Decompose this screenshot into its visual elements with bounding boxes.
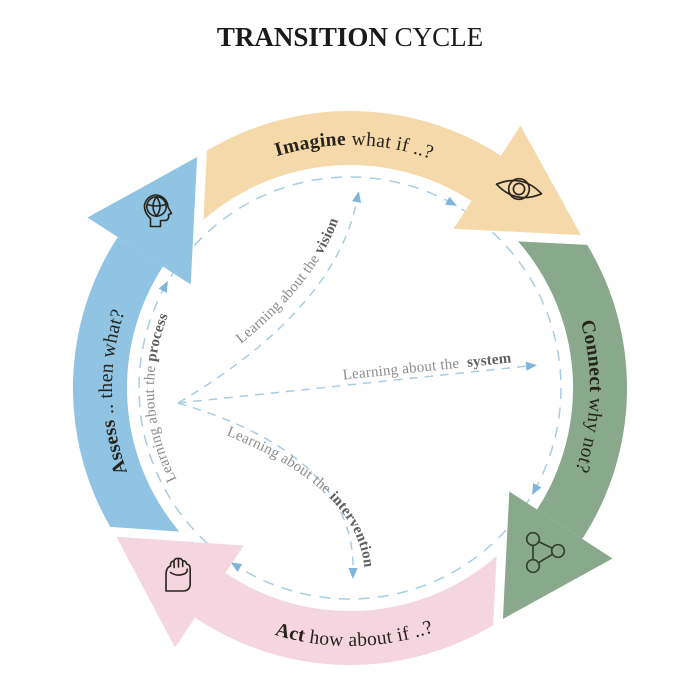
act-arrowhead: [116, 536, 244, 648]
ring-bands: [72, 110, 628, 665]
loop-arrowhead: [445, 196, 457, 206]
system-curve: [177, 365, 529, 404]
assess-arrowhead: [87, 157, 198, 285]
vision-arrowhead: [352, 191, 362, 203]
vision-label: Learning about the vision: [233, 215, 342, 347]
imagine-band: [203, 110, 501, 220]
intervention-label: Learning about the intervention: [225, 424, 377, 569]
eye-icon: [495, 177, 543, 201]
loop-arrowhead: [532, 483, 542, 495]
process-loop-dashed-circle: [138, 176, 562, 600]
network-nodes-icon: [525, 531, 566, 574]
assess-band: [72, 237, 180, 532]
intervention-curve: [177, 402, 354, 571]
system-arrowhead: [525, 361, 537, 371]
raised-fist-icon: [165, 557, 191, 592]
vision-curve: [177, 199, 358, 404]
loop-arrowhead: [158, 281, 168, 293]
diagram-title: TRANSITION CYCLE: [217, 22, 483, 52]
intervention-arrowhead: [348, 568, 358, 579]
learning-curves: [177, 199, 529, 571]
connect-band: [518, 241, 628, 539]
system-label: Learning about the system: [342, 350, 512, 383]
loop-arrowhead: [230, 562, 243, 572]
head-globe-icon: [143, 194, 173, 228]
act-band: [195, 556, 497, 665]
process-label: Learning about the process: [142, 311, 180, 485]
